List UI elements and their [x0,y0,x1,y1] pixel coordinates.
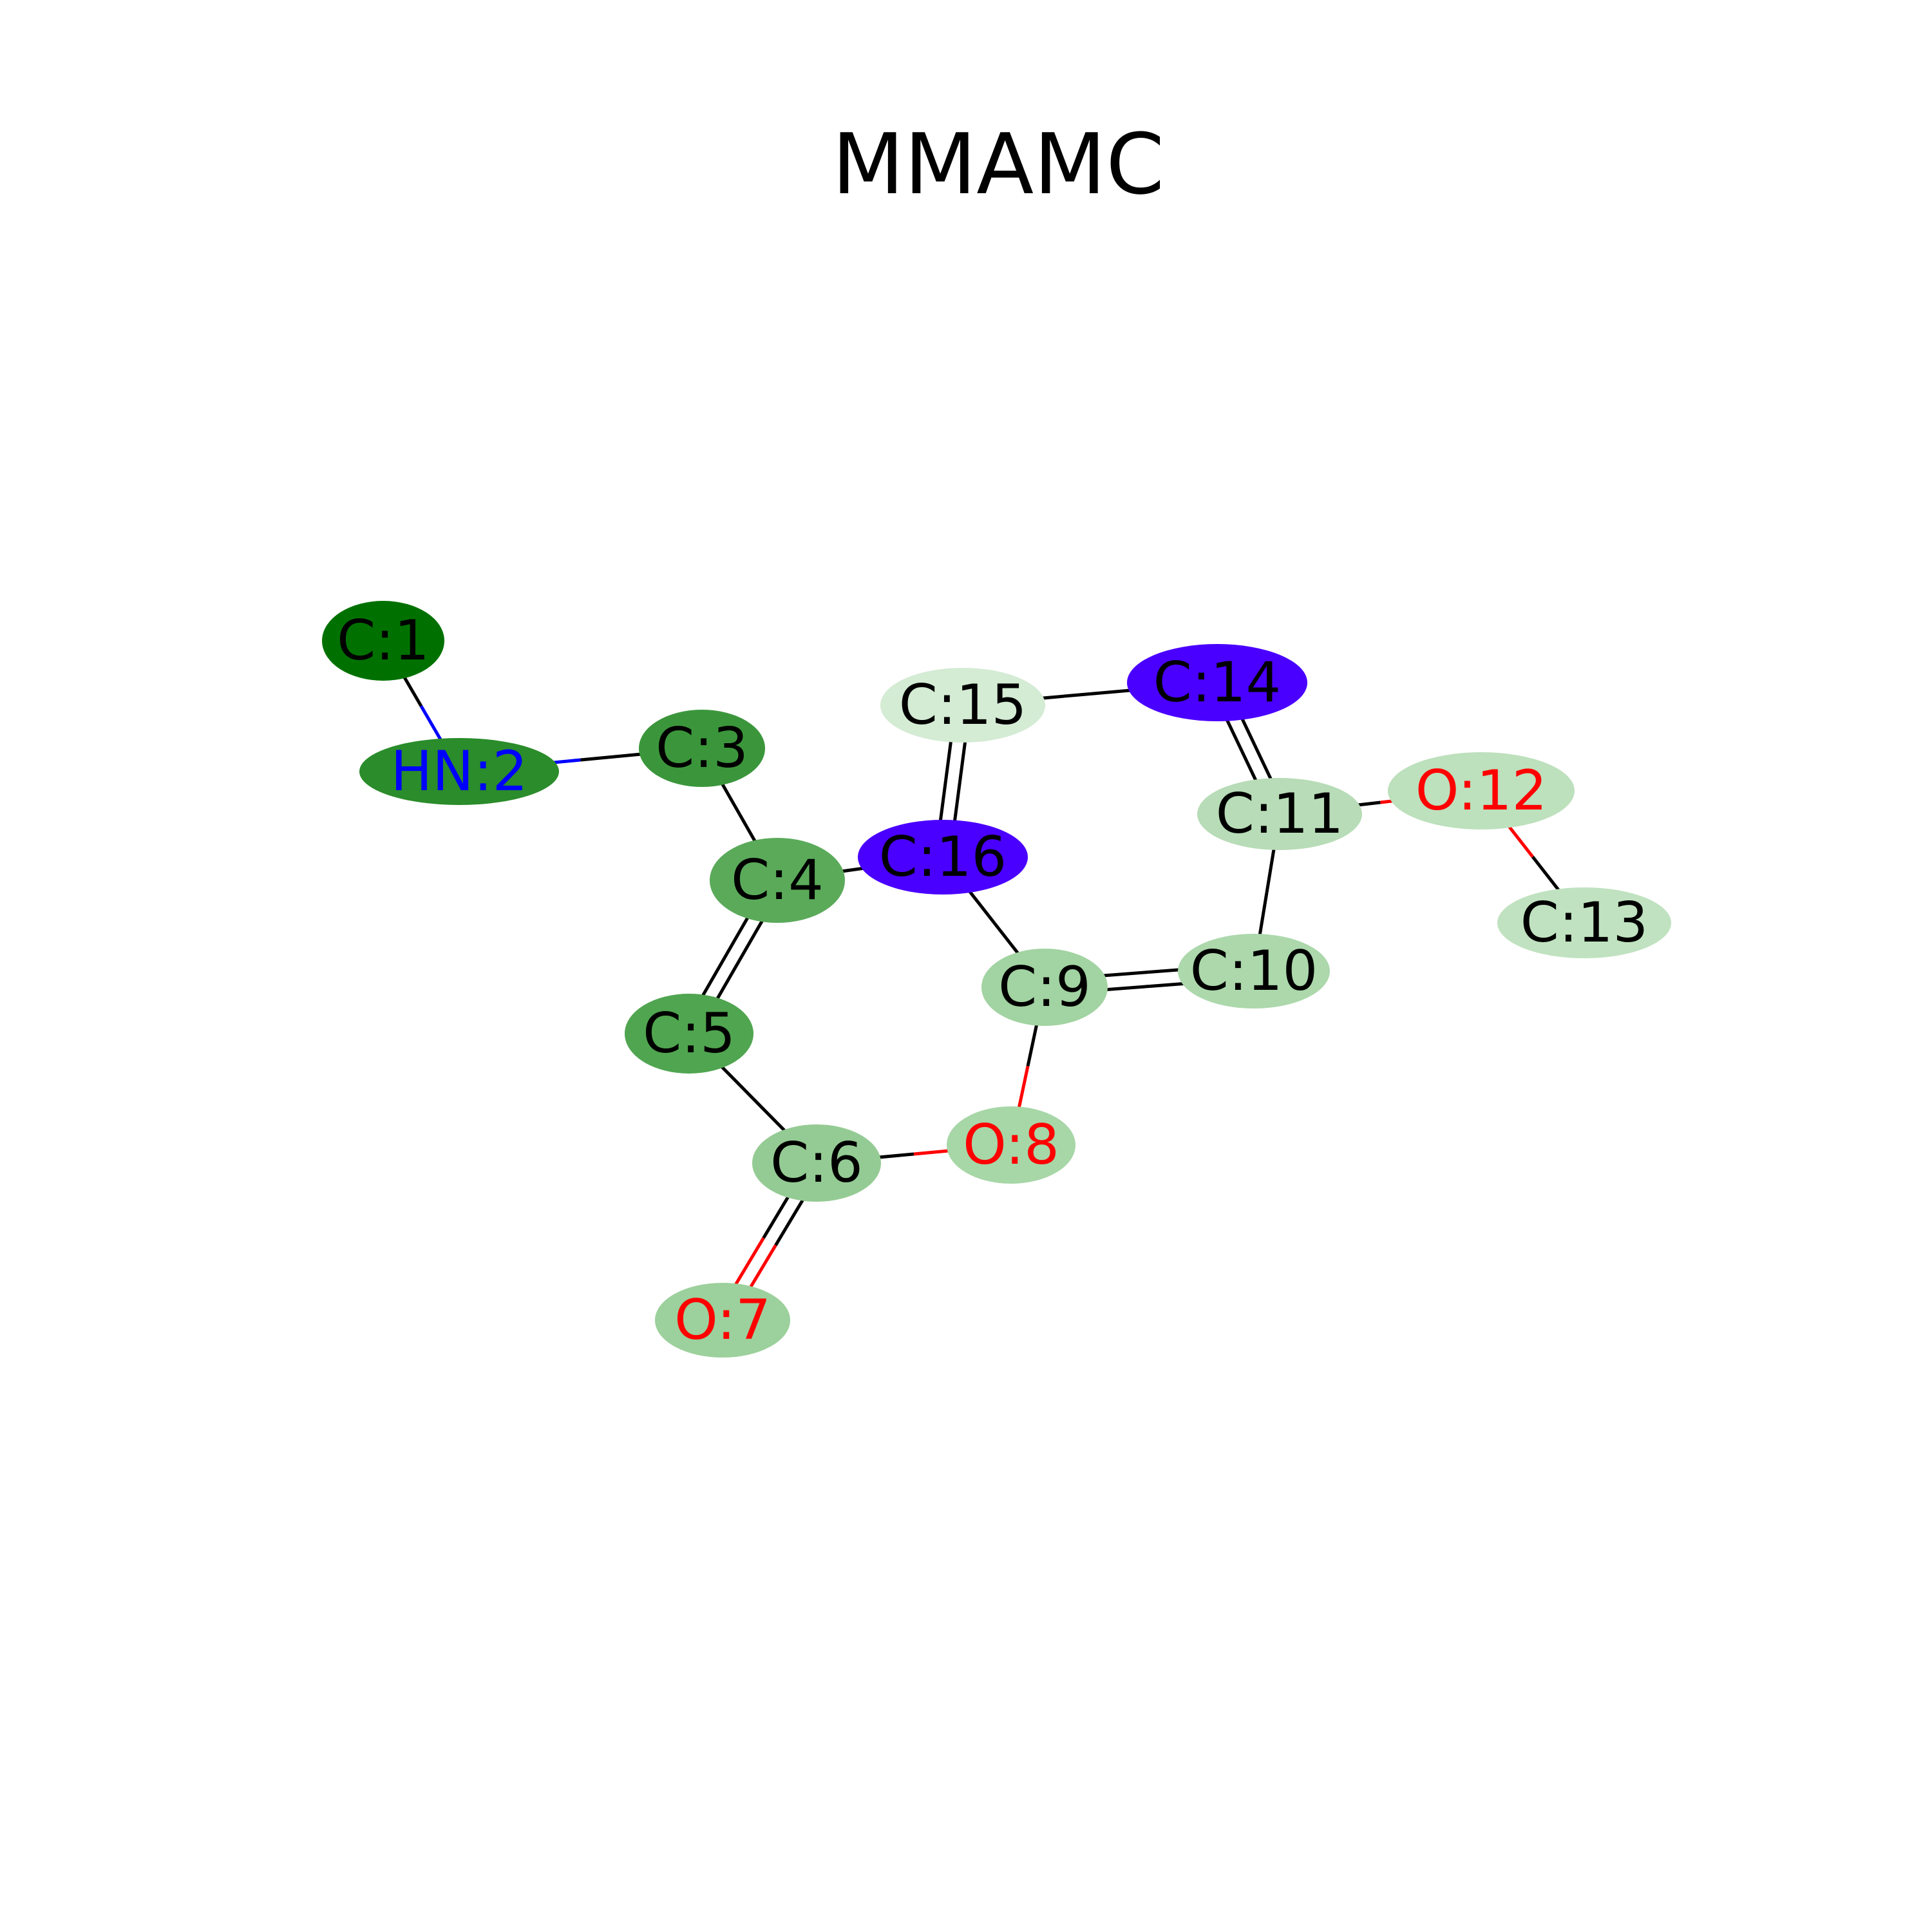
atom-highlight-5 [625,994,753,1074]
atom-highlight-9 [981,949,1108,1026]
atom-highlight-3 [639,710,765,787]
atom-label-9: C:9 [998,955,1091,1019]
atom-label-6: C:6 [770,1131,863,1195]
atom-highlight-11 [1197,778,1362,850]
atom-labels-layer: C:1HN:2 C:3C:4C:5C:6O:7 O:8 C:9 C:10 C:11 O:12… [337,609,1648,1352]
atom-highlight-10 [1178,934,1330,1009]
atom-label-16: C:16 [879,825,1007,889]
atom-highlight-15 [880,668,1045,743]
atom-highlight-2 [359,738,559,805]
atom-highlight-16 [858,820,1028,895]
atom-label-12: O:12 [1416,759,1548,823]
atom-highlight-12 [1388,752,1575,829]
atom-highlight-14 [1127,644,1307,721]
atom-highlight-4 [710,838,845,923]
atom-label-13: C:13 [1520,891,1648,955]
atom-highlights-layer [322,601,1671,1358]
atom-label-2: HN:2 [391,739,528,804]
atom-label-5: C:5 [643,1001,735,1066]
atom-label-14: C:14 [1153,650,1281,715]
atom-highlight-8 [947,1106,1075,1184]
atom-label-8: O:8 [963,1113,1059,1177]
atom-label-11: C:11 [1216,782,1343,846]
atom-label-10: C:10 [1190,939,1318,1003]
atom-label-3: C:3 [656,716,748,781]
atom-label-7: O:7 [674,1288,771,1352]
atom-highlight-6 [752,1124,881,1202]
figure-title: MMAMC [831,115,1165,213]
atom-highlight-7 [655,1283,790,1358]
atom-label-4: C:4 [731,848,824,913]
atom-highlight-1 [322,601,444,681]
atom-label-1: C:1 [337,609,430,673]
atom-label-15: C:15 [899,673,1027,737]
atom-highlight-13 [1497,887,1671,958]
